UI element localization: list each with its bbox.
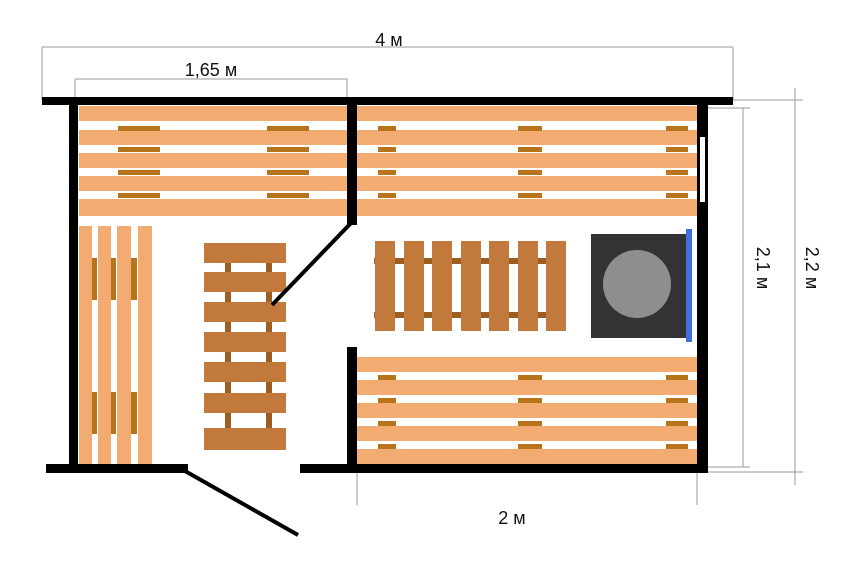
bench-plank <box>357 357 698 372</box>
bench-plank <box>357 403 698 418</box>
bench-batten <box>131 258 137 300</box>
bench-plank <box>79 176 347 191</box>
bench-batten <box>92 392 97 434</box>
grate-slat <box>546 241 566 331</box>
bench-batten <box>666 193 688 198</box>
dim-inner-height: 2,1 м <box>753 247 773 289</box>
bench-batten <box>111 392 116 434</box>
bench-bottom-right <box>357 357 698 466</box>
bench-batten <box>666 398 688 403</box>
bench-batten <box>118 147 160 152</box>
dim-total-width: 4 м <box>375 30 402 50</box>
bench-batten <box>111 258 116 300</box>
dim-total-height: 2,2 м <box>802 247 822 289</box>
grate-slat <box>518 241 538 331</box>
bench-plank <box>79 199 347 216</box>
bench-batten <box>518 398 542 403</box>
wall-top <box>42 97 733 105</box>
bench-batten <box>267 147 309 152</box>
bench-batten <box>518 421 542 426</box>
stove <box>591 229 692 342</box>
stove-stone-tank <box>603 250 671 318</box>
bench-batten <box>666 170 688 175</box>
bench-plank <box>79 226 92 466</box>
dimension-lines <box>41 46 803 505</box>
grate-slat <box>204 393 286 413</box>
window <box>700 137 705 202</box>
bench-batten <box>666 421 688 426</box>
bench-plank <box>357 449 698 466</box>
bench-plank <box>79 106 347 121</box>
bench-batten <box>118 193 160 198</box>
partition-lower <box>347 347 357 471</box>
grate-slat <box>489 241 509 331</box>
bench-batten <box>378 193 396 198</box>
grate-slat <box>461 241 481 331</box>
bench-batten <box>267 170 309 175</box>
bench-batten <box>518 193 542 198</box>
bench-batten <box>267 193 309 198</box>
bench-plank <box>357 426 698 441</box>
bench-batten <box>518 147 542 152</box>
bench-plank <box>357 380 698 395</box>
wall-bottom-right <box>300 464 708 473</box>
floor-grate-center <box>204 243 286 450</box>
bench-batten <box>666 375 688 380</box>
inner-door <box>270 220 354 307</box>
bench-plank <box>79 130 347 145</box>
wall-left <box>69 97 78 470</box>
bench-plank <box>357 106 698 121</box>
bench-plank <box>357 130 698 145</box>
bench-batten <box>378 147 396 152</box>
bench-batten <box>378 398 396 403</box>
floor-grate-right <box>374 241 566 331</box>
grate-slat <box>204 362 286 382</box>
bench-plank <box>357 199 698 216</box>
wall-bottom-left <box>46 464 188 473</box>
bench-batten <box>92 258 97 300</box>
bench-batten <box>666 147 688 152</box>
grate-slat <box>204 302 286 322</box>
bench-batten <box>518 126 542 131</box>
bench-plank <box>357 176 698 191</box>
bench-batten <box>267 126 309 131</box>
bench-plank <box>98 226 111 466</box>
bench-batten <box>666 444 688 449</box>
partition-upper <box>347 101 357 225</box>
grate-slat <box>375 241 395 331</box>
grate-slat <box>204 243 286 263</box>
bench-batten <box>378 170 396 175</box>
bench-batten <box>118 170 160 175</box>
stove-panel <box>686 229 692 342</box>
bench-batten <box>378 421 396 426</box>
bench-plank <box>79 153 347 168</box>
bench-batten <box>518 170 542 175</box>
bench-batten <box>666 126 688 131</box>
bench-batten <box>131 392 137 434</box>
bench-top-left <box>79 106 347 216</box>
dim-bottom-width: 2 м <box>498 508 525 528</box>
bench-batten <box>378 126 396 131</box>
grate-slat <box>204 272 286 292</box>
bench-batten <box>518 444 542 449</box>
dim-bench-width: 1,65 м <box>185 60 237 80</box>
bench-plank <box>117 226 131 466</box>
bench-plank <box>138 226 152 466</box>
bench-batten <box>378 444 396 449</box>
grate-slat <box>404 241 424 331</box>
grate-slat <box>204 428 286 450</box>
bench-batten <box>378 375 396 380</box>
bench-plank <box>357 153 698 168</box>
walls <box>42 97 733 473</box>
bench-batten <box>118 126 160 131</box>
bench-batten <box>518 375 542 380</box>
wall-right <box>697 97 708 470</box>
grate-slat <box>432 241 452 331</box>
bench-top-right <box>357 106 698 216</box>
entrance-door <box>184 469 299 537</box>
grate-slat <box>204 332 286 352</box>
bench-left-vertical <box>79 226 152 466</box>
